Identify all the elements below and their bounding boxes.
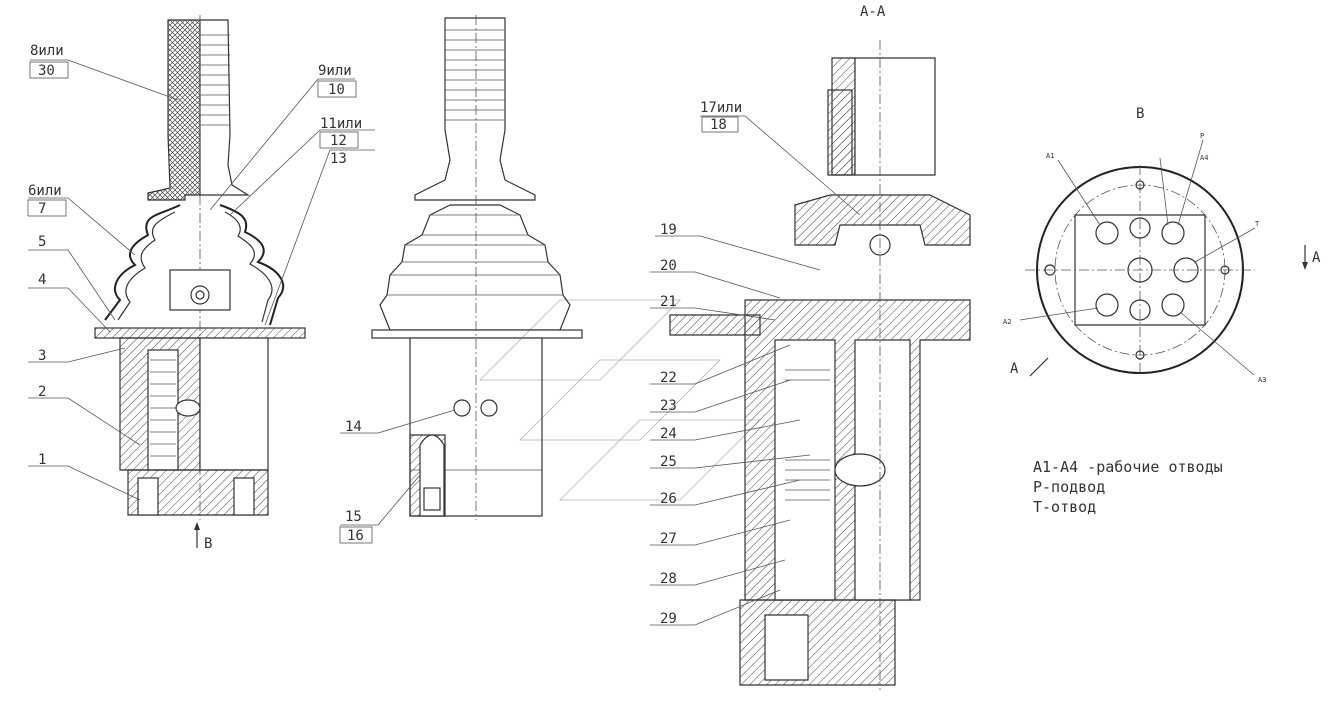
section-arrow-a-left-label: A — [1010, 361, 1019, 377]
port-a1 — [1095, 221, 1119, 245]
callout-26: 26 — [660, 491, 677, 507]
callout-19: 19 — [660, 222, 677, 238]
section-arrow-a-right-label: A — [1312, 250, 1321, 266]
handle-exterior — [414, 17, 536, 201]
callout-5: 5 — [38, 234, 46, 250]
port-t-label: T — [1255, 220, 1260, 228]
callout-18: 18 — [710, 117, 727, 133]
handle-grip-section — [147, 19, 201, 201]
callout-21: 21 — [660, 294, 677, 310]
callout-3: 3 — [38, 348, 46, 364]
view-b: A1 A4 P T A2 A3 B A A — [1003, 106, 1321, 384]
port-a2-label: A2 — [1003, 318, 1011, 326]
screw-head-14a — [453, 399, 471, 417]
flange-plate — [94, 327, 306, 339]
pivot-block — [169, 269, 231, 311]
port-a3 — [1161, 293, 1185, 317]
callout-29: 29 — [660, 611, 677, 627]
callout-6: 6или — [28, 183, 62, 199]
callout-28: 28 — [660, 571, 677, 587]
callout-15: 15 — [345, 509, 362, 525]
callout-8: 8или — [30, 43, 64, 59]
base-section — [127, 469, 269, 516]
port-a4-label: A4 — [1200, 154, 1208, 162]
screw-head-14b — [480, 399, 498, 417]
left-view: B — [94, 15, 306, 552]
callout-25: 25 — [660, 454, 677, 470]
callout-11: 11или — [320, 116, 362, 132]
handle-ribs-center — [445, 29, 505, 121]
pivot-section — [794, 194, 971, 246]
callout-10: 10 — [328, 82, 345, 98]
port-a3-label: A3 — [1258, 376, 1266, 384]
base-section-a — [739, 599, 896, 686]
callout-16: 16 — [347, 528, 364, 544]
flange-center — [371, 329, 583, 339]
callout-20: 20 — [660, 258, 677, 274]
section-a-a — [479, 40, 971, 690]
callout-1: 1 — [38, 452, 46, 468]
spool-bore — [147, 349, 179, 471]
callout-14: 14 — [345, 419, 362, 435]
view-b-arrow-label: B — [204, 536, 212, 552]
housing-exterior — [199, 337, 269, 471]
callout-24: 24 — [660, 426, 677, 442]
callout-13: 13 — [330, 151, 347, 167]
view-b-title: B — [1136, 106, 1144, 122]
section-title: A-A — [860, 4, 886, 20]
handle-grip-exterior — [200, 19, 251, 196]
callouts: 8или 30 9или 10 11или 12 13 6или 7 5 4 3… — [27, 43, 742, 627]
boot-exterior — [379, 204, 571, 331]
legend-line-3: T-отвод — [1033, 498, 1096, 516]
legend-line-1: A1-A4 -рабочие отводы — [1033, 458, 1223, 476]
callout-27: 27 — [660, 531, 677, 547]
center-view — [371, 15, 583, 520]
handle-ribs — [200, 34, 230, 126]
callout-12: 12 — [330, 133, 347, 149]
rubber-boot — [104, 204, 285, 326]
port-a2 — [1095, 293, 1119, 317]
callout-4: 4 — [38, 272, 46, 288]
port-p-label: P — [1200, 132, 1204, 140]
port-t — [1173, 257, 1199, 283]
callout-23: 23 — [660, 398, 677, 414]
callout-2: 2 — [38, 384, 46, 400]
callout-9: 9или — [318, 63, 352, 79]
callout-7: 7 — [38, 201, 46, 217]
callout-17: 17или — [700, 100, 742, 116]
legend-line-2: P-подвод — [1033, 478, 1105, 496]
leader-lines — [28, 59, 861, 626]
legend: A1-A4 -рабочие отводы P-подвод T-отвод — [1033, 458, 1223, 516]
callout-30: 30 — [38, 63, 55, 79]
callout-22: 22 — [660, 370, 677, 386]
port-a1-label: A1 — [1046, 152, 1054, 160]
port-a4 — [1161, 221, 1185, 245]
section-arrow-a-left — [1029, 357, 1049, 377]
